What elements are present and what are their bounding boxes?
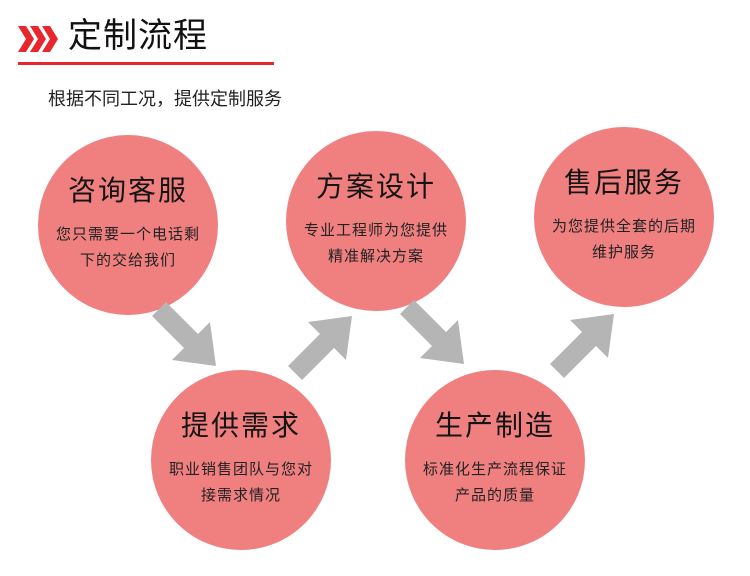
step-title: 方案设计 [315,170,436,203]
step-design: 方案设计 专业工程师为您提供精准解决方案 [286,131,466,311]
step-desc: 为您提供全套的后期维护服务 [551,217,696,261]
arrow-up-right-icon [550,314,614,378]
step-title: 提供需求 [180,409,301,442]
step-title: 生产制造 [434,409,555,442]
step-title: 咨询客服 [67,174,188,207]
page-subtitle: 根据不同工况，提供定制服务 [48,89,282,110]
arrow-down-right-icon [152,302,216,366]
step-desc: 标准化生产流程保证产品的质量 [422,460,567,504]
arrow-down-right-icon [400,300,464,364]
page-title: 定制流程 [68,16,208,56]
step-title: 售后服务 [563,166,684,199]
header: 定制流程 [0,0,750,70]
title-underline [18,62,274,65]
step-desc: 专业工程师为您提供精准解决方案 [303,221,448,265]
step-desc: 职业销售团队与您对接需求情况 [168,460,313,504]
step-after-sales: 售后服务 为您提供全套的后期维护服务 [534,127,714,307]
chevron-triple-icon [18,26,58,52]
step-manufacturing: 生产制造 标准化生产流程保证产品的质量 [405,370,585,550]
step-desc: 您只需要一个电话剩下的交给我们 [55,225,200,269]
step-requirements: 提供需求 职业销售团队与您对接需求情况 [151,370,331,550]
step-consult: 咨询客服 您只需要一个电话剩下的交给我们 [38,135,218,315]
arrow-up-right-icon [288,316,352,380]
